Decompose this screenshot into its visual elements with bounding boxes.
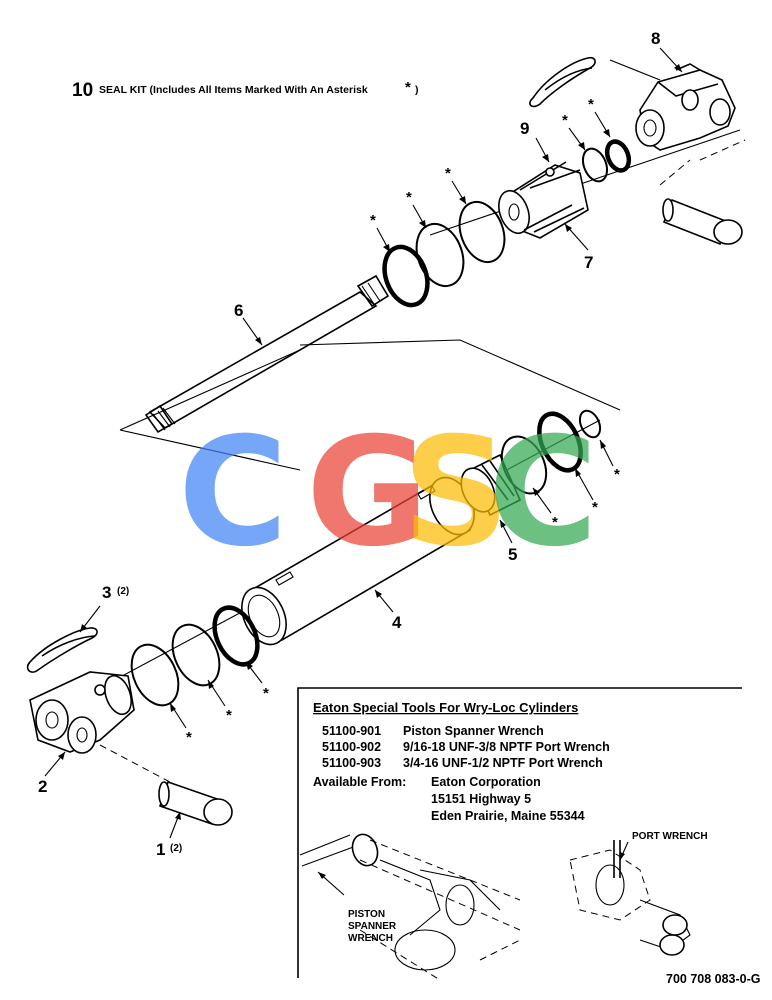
asterisk-10: * bbox=[226, 707, 232, 724]
spanner-label-1: PISTON bbox=[348, 909, 385, 920]
callout-3-qty: (2) bbox=[117, 586, 129, 597]
seal-kit-heading: 10 SEAL KIT (Includes All Items Marked W… bbox=[72, 79, 419, 101]
leader-lines bbox=[44, 47, 683, 839]
tools-box-title: Eaton Special Tools For Wry-Loc Cylinder… bbox=[313, 700, 578, 715]
seal-kit-number: 10 bbox=[72, 80, 93, 101]
callout-3: 3 bbox=[102, 583, 111, 602]
available-from-label: Available From: bbox=[313, 775, 406, 789]
seal-kit-asterisk: * bbox=[405, 79, 411, 96]
special-tools-box: Eaton Special Tools For Wry-Loc Cylinder… bbox=[297, 687, 761, 986]
port-wrench-label: PORT WRENCH bbox=[632, 831, 708, 842]
asterisk-3: * bbox=[445, 165, 451, 182]
address-line-2: 15151 Highway 5 bbox=[431, 792, 531, 806]
callout-4: 4 bbox=[392, 613, 402, 632]
rod-guide-lines bbox=[119, 339, 621, 471]
piston-seal bbox=[537, 411, 583, 473]
callout-2: 2 bbox=[38, 777, 47, 796]
asterisk-2: * bbox=[406, 189, 412, 206]
cotter-pin-upper bbox=[529, 56, 596, 108]
callout-8: 8 bbox=[651, 29, 660, 48]
drawing-id: 700 708 083-0-G bbox=[666, 972, 761, 986]
clevis-pin-upper bbox=[659, 139, 746, 246]
rod-clevis bbox=[635, 63, 736, 151]
spanner-wrench-illustration bbox=[299, 833, 521, 981]
gland bbox=[498, 161, 589, 239]
port-wrench-illustration bbox=[569, 840, 691, 956]
asterisk-9: * bbox=[263, 685, 269, 702]
cgsc-watermark: C G S C bbox=[178, 406, 598, 580]
tool-desc-2: 9/16-18 UNF-3/8 NPTF Port Wrench bbox=[403, 740, 610, 754]
address-line-1: Eaton Corporation bbox=[431, 775, 541, 789]
upper-assembly bbox=[119, 56, 746, 471]
seal-kit-label: SEAL KIT (Includes All Items Marked With… bbox=[99, 84, 368, 96]
upper-centerline bbox=[429, 129, 741, 236]
lower-assembly bbox=[26, 409, 602, 826]
watermark-letter-c1: C bbox=[178, 406, 288, 580]
wiper-seal-small bbox=[581, 147, 609, 183]
clevis-pin-lower bbox=[99, 744, 233, 826]
watermark-letter-c2: C bbox=[488, 406, 598, 580]
address-line-3: Eden Prairie, Maine 55344 bbox=[431, 809, 585, 823]
asterisk-7: * bbox=[592, 499, 598, 516]
watermark-letter-s: S bbox=[402, 406, 510, 580]
seal-kit-close-paren: ) bbox=[415, 84, 419, 96]
tool-part-2: 51100-902 bbox=[322, 740, 381, 754]
watermark-letter-g: G bbox=[306, 406, 429, 580]
callout-1-qty: (2) bbox=[170, 843, 182, 854]
asterisk-4: * bbox=[562, 112, 568, 129]
clevis-guide-line bbox=[609, 59, 661, 81]
o-ring-small bbox=[604, 139, 632, 173]
tools-box-border bbox=[297, 687, 742, 978]
snap-ring-base bbox=[130, 643, 180, 707]
callout-1: 1 bbox=[156, 840, 165, 859]
callout-7: 7 bbox=[584, 253, 593, 272]
spanner-label-2: SPANNER bbox=[348, 921, 397, 932]
asterisk-6: * bbox=[614, 466, 620, 483]
tool-part-3: 51100-903 bbox=[322, 756, 381, 770]
tool-desc-3: 3/4-16 UNF-1/2 NPTF Port Wrench bbox=[403, 756, 603, 770]
callout-6: 6 bbox=[234, 301, 243, 320]
spanner-label-3: WRENCH bbox=[348, 933, 393, 944]
backup-ring-base bbox=[171, 623, 221, 687]
tool-desc-1: Piston Spanner Wrench bbox=[403, 724, 544, 738]
backup-ring-rod bbox=[415, 223, 465, 287]
piston bbox=[460, 453, 522, 517]
callouts: 8 9 7 6 4 5 3 (2) 2 1 (2) * * * * * * * … bbox=[38, 29, 660, 859]
piston-o-ring bbox=[578, 409, 602, 439]
piston-rod bbox=[144, 274, 390, 434]
asterisk-5: * bbox=[588, 96, 594, 113]
asterisk-8: * bbox=[552, 514, 558, 531]
callout-9: 9 bbox=[520, 119, 529, 138]
base-clevis bbox=[29, 671, 135, 754]
callout-5: 5 bbox=[508, 545, 517, 564]
snap-ring-rod bbox=[458, 200, 506, 264]
cotter-pin-lower bbox=[26, 627, 98, 673]
asterisk-1: * bbox=[370, 212, 376, 229]
o-ring-base bbox=[212, 605, 260, 667]
o-ring-rod bbox=[382, 244, 430, 308]
tool-part-1: 51100-901 bbox=[322, 724, 381, 738]
asterisk-11: * bbox=[186, 729, 192, 746]
